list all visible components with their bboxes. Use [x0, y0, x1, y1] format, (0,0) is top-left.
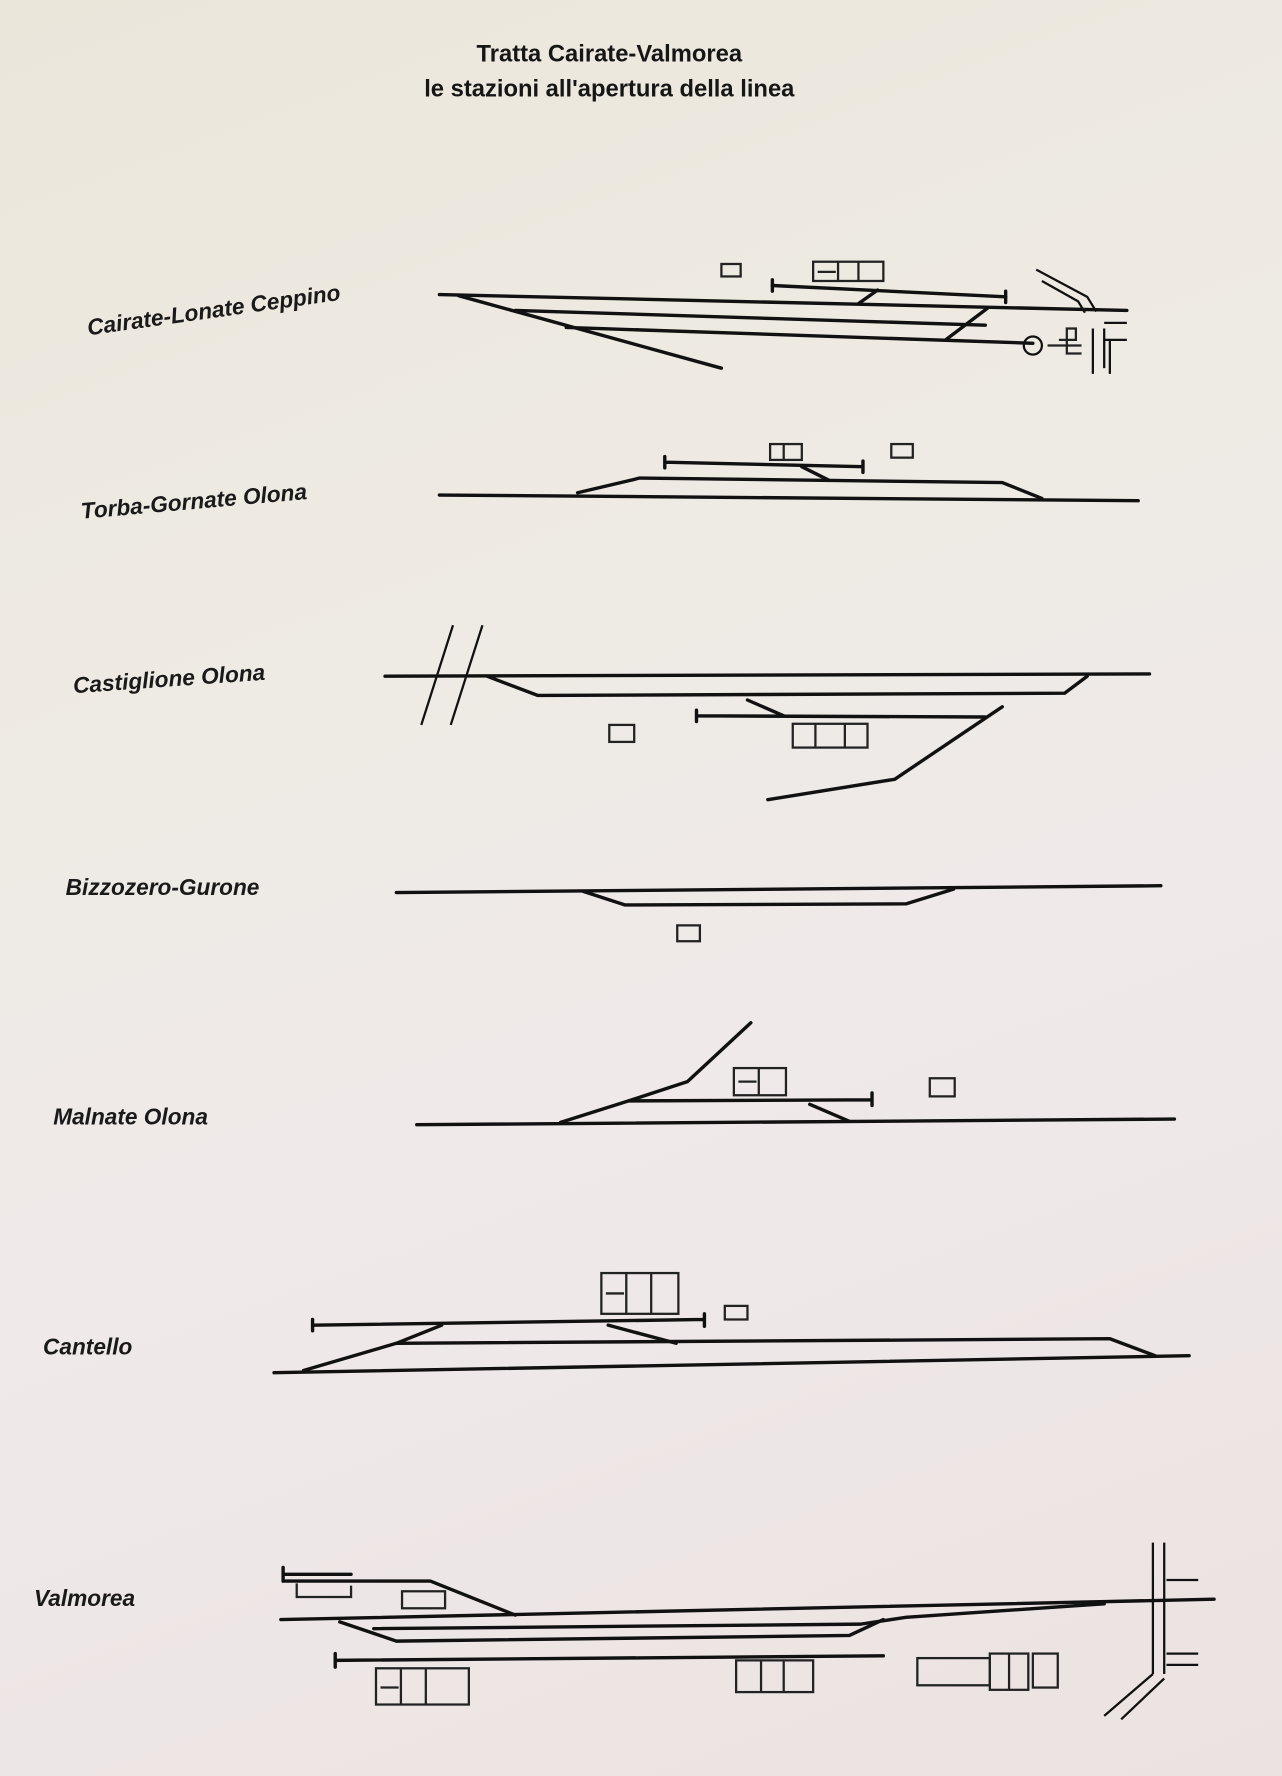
station-building: [676, 924, 702, 943]
station-building: [600, 1271, 680, 1315]
road-crossing: [1035, 268, 1098, 314]
building: [723, 1304, 749, 1321]
building: [890, 442, 914, 459]
road-crossing: [420, 624, 484, 726]
building: [400, 1590, 447, 1610]
station-building: [374, 1667, 470, 1706]
road-crossing: [1151, 1542, 1199, 1674]
building: [928, 1077, 956, 1098]
station-cantello: Cantello: [43, 1271, 1191, 1375]
title-line-1: Tratta Cairate-Valmorea: [477, 40, 743, 67]
building: [720, 262, 742, 278]
station-building: [791, 722, 869, 749]
building: [608, 723, 636, 744]
station-building: [768, 442, 803, 462]
station-malnate: Malnate Olona: [53, 1021, 1177, 1130]
station-building: [732, 1066, 788, 1097]
station-valmorea: Valmorea: [34, 1542, 1216, 1721]
title-line-2: le stazioni all'apertura della linea: [424, 75, 795, 102]
station-label: Valmorea: [34, 1585, 135, 1611]
station-label: Malnate Olona: [53, 1104, 208, 1130]
turntable-icon: [1022, 335, 1044, 356]
station-label: Torba-Gornate Olona: [80, 478, 308, 524]
building: [295, 1583, 353, 1599]
station-label: Castiglione Olona: [72, 659, 266, 698]
building: [1047, 327, 1082, 355]
station-cairate: Cairate-Lonate Ceppino: [85, 260, 1129, 374]
station-label: Bizzozero-Gurone: [66, 874, 260, 900]
station-building: [812, 260, 885, 283]
building: [734, 1659, 815, 1694]
track-layout: [437, 278, 1129, 370]
goods-shed: [916, 1652, 1059, 1691]
station-bizzozero: Bizzozero-Gurone: [66, 874, 1163, 943]
station-label: Cantello: [43, 1334, 132, 1360]
station-torba: Torba-Gornate Olona: [80, 442, 1140, 524]
station-label: Cairate-Lonate Ceppino: [85, 279, 342, 340]
station-castiglione: Castiglione Olona: [72, 624, 1152, 802]
